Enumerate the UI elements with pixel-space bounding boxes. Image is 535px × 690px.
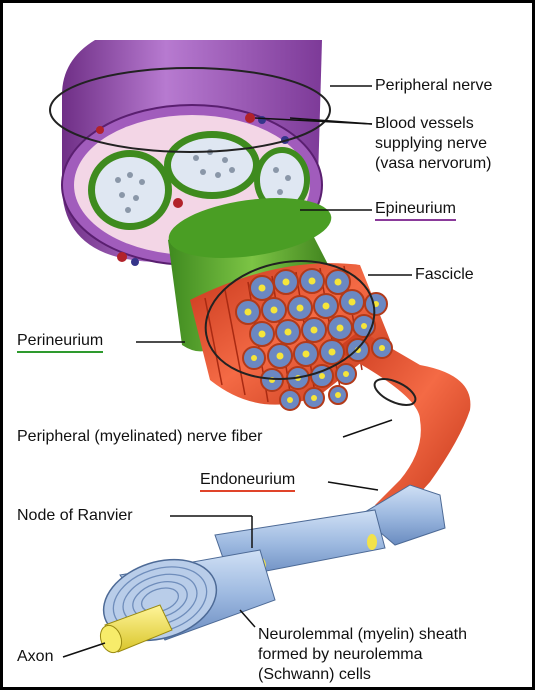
label-fascicle: Fascicle: [415, 266, 474, 284]
label-sheath-line1: Neurolemmal (myelin) sheath: [258, 626, 467, 644]
label-nerve-fiber: Peripheral (myelinated) nerve fiber: [17, 428, 262, 446]
label-blood-vessels-line1: Blood vessels: [375, 115, 474, 133]
label-sheath-line3: (Schwann) cells: [258, 666, 371, 684]
label-endoneurium: Endoneurium: [200, 471, 295, 492]
label-epineurium: Epineurium: [375, 200, 456, 221]
label-axon: Axon: [17, 648, 53, 666]
label-perineurium: Perineurium: [17, 332, 103, 353]
label-blood-vessels-line2: supplying nerve: [375, 135, 487, 153]
label-node-of-ranvier: Node of Ranvier: [17, 507, 133, 525]
label-peripheral-nerve: Peripheral nerve: [375, 77, 492, 95]
label-sheath-line2: formed by neurolemma: [258, 646, 423, 664]
label-blood-vessels-line3: (vasa nervorum): [375, 155, 491, 173]
